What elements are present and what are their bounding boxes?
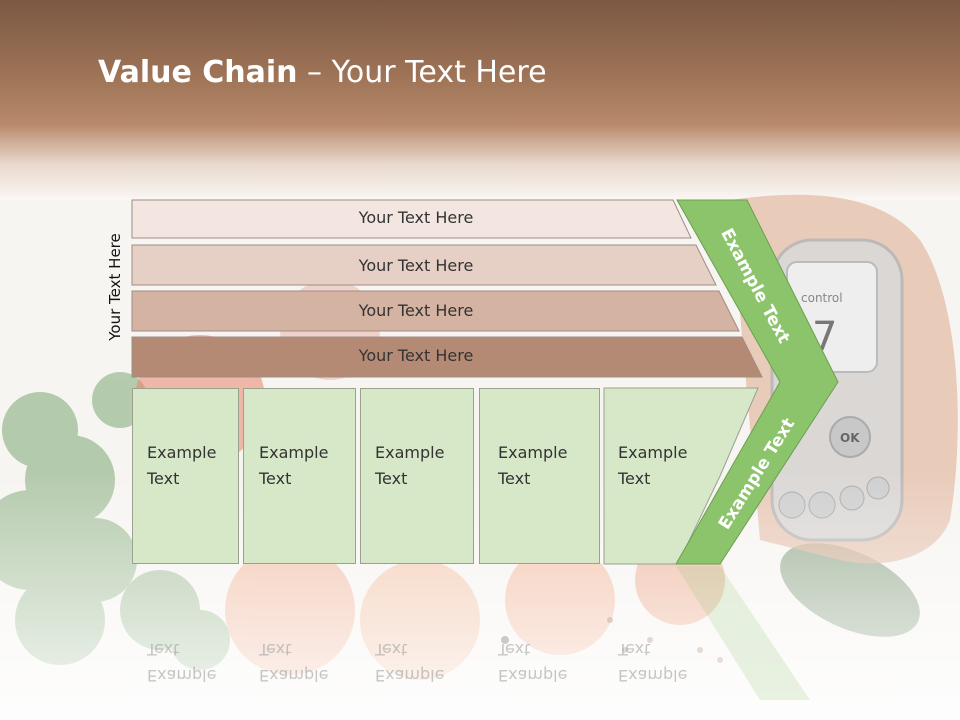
box-3-line1: Example — [375, 443, 445, 462]
box-5-shape[interactable] — [603, 387, 759, 565]
box-2-line2: Text — [259, 469, 292, 488]
box-3-line2: Text — [375, 469, 408, 488]
bar-2[interactable] — [131, 244, 717, 286]
title-rest: – Your Text Here — [297, 55, 547, 90]
title-bold: Value Chain — [98, 55, 298, 90]
header-band — [0, 0, 960, 200]
box-4-line1: Example — [498, 443, 568, 462]
bar-2-label: Your Text Here — [358, 256, 474, 275]
box-5-line1: Example — [618, 443, 688, 462]
box-4-line2: Text — [498, 469, 531, 488]
slide-title: Value Chain – Your Text Here — [98, 55, 547, 90]
bar-4-label: Your Text Here — [358, 346, 474, 365]
meter-screen-text: control — [801, 291, 843, 305]
box-5-line2: Text — [618, 469, 651, 488]
box-4[interactable] — [479, 388, 600, 564]
box-1[interactable] — [132, 388, 239, 564]
box-1-line1: Example — [147, 443, 217, 462]
bar-3-label: Your Text Here — [358, 301, 474, 320]
box-2[interactable] — [243, 388, 356, 564]
chevron-arrow[interactable] — [675, 199, 839, 565]
box-2-line1: Example — [259, 443, 329, 462]
bar-3[interactable] — [131, 290, 740, 332]
bar-1[interactable] — [131, 199, 692, 239]
box-1-line2: Text — [147, 469, 180, 488]
box-3[interactable] — [360, 388, 474, 564]
meter-ok-label: OK — [840, 431, 860, 445]
bar-4[interactable] — [131, 336, 763, 378]
bar-1-label: Your Text Here — [358, 208, 474, 227]
